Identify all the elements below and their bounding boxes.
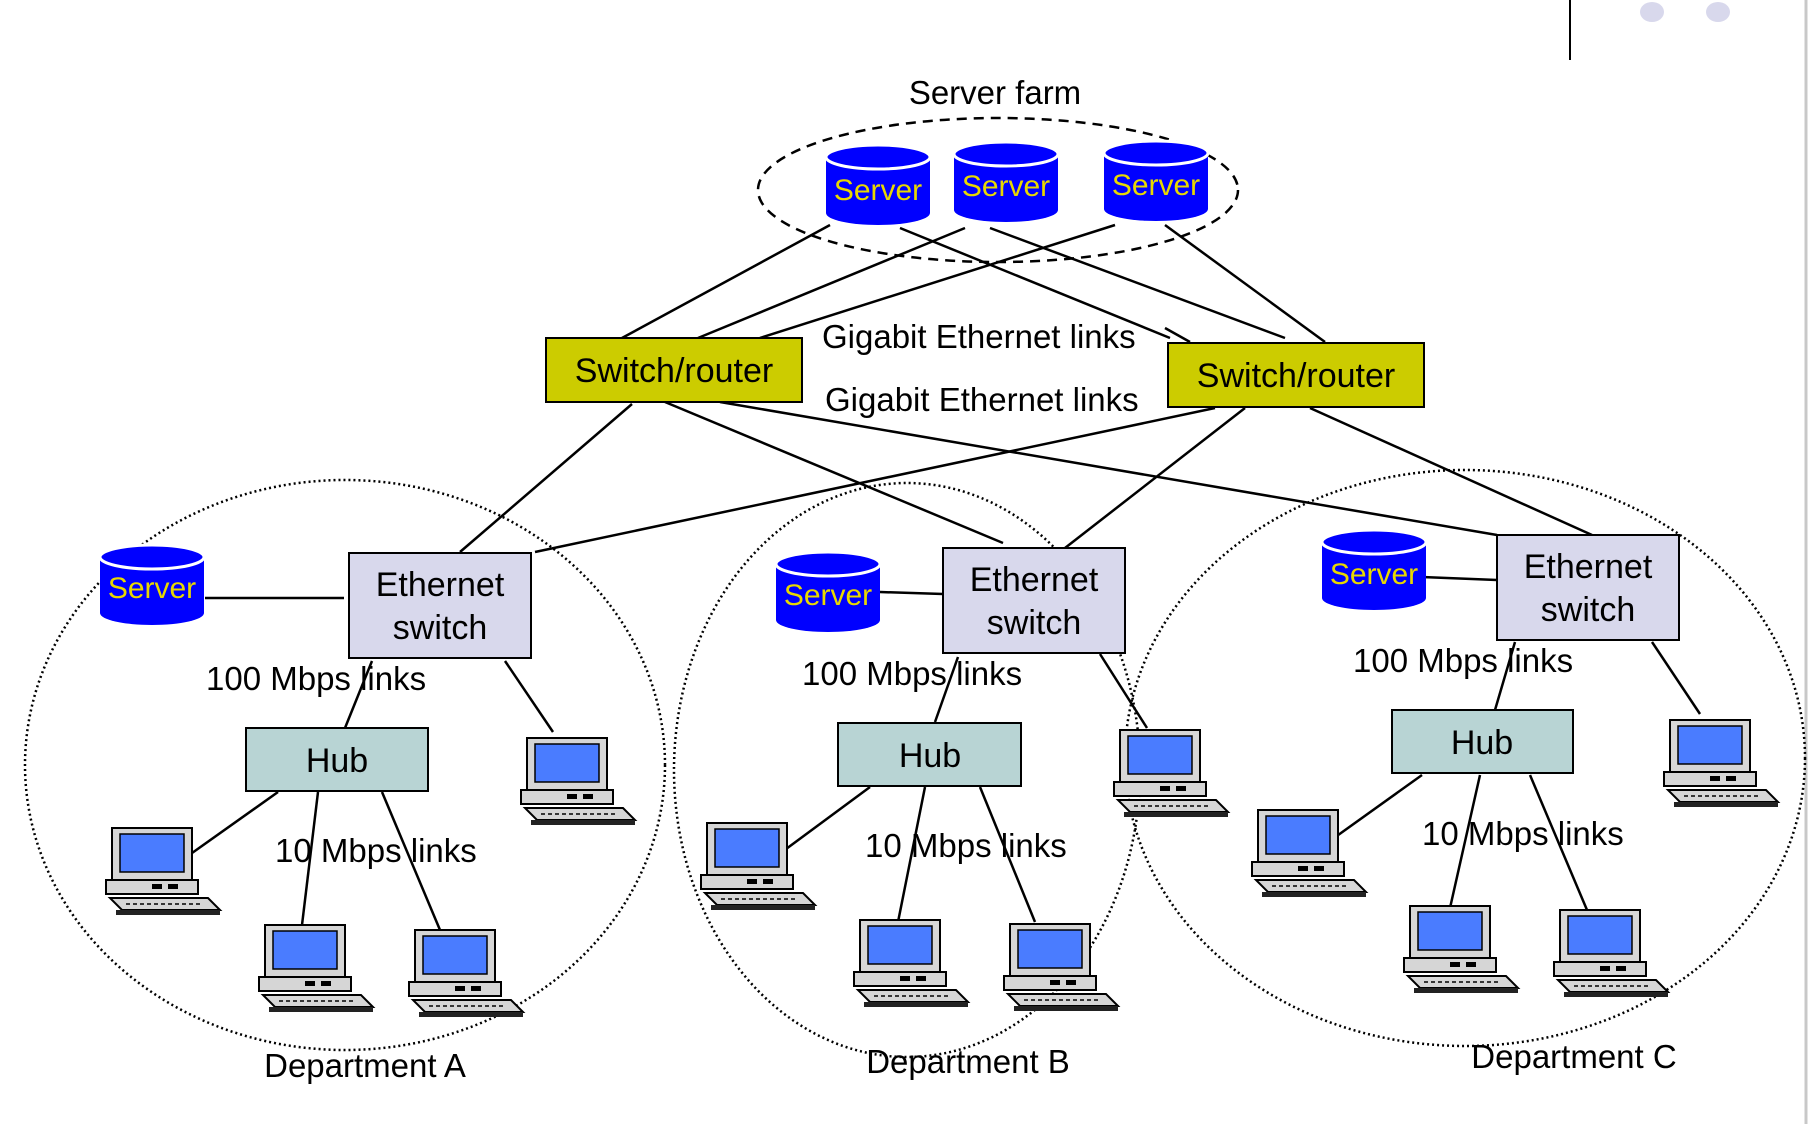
svg-text:Ethernet: Ethernet xyxy=(376,566,505,604)
svg-text:Server: Server xyxy=(784,579,872,612)
server-farm-server-1: Server xyxy=(824,143,932,227)
svg-text:Server: Server xyxy=(1330,558,1418,591)
server-farm-server-3: Server xyxy=(1102,139,1210,223)
svg-text:switch: switch xyxy=(987,604,1081,642)
department-c-hub: Hub xyxy=(1391,709,1574,774)
slide-decoration xyxy=(1569,0,1808,1124)
svg-text:Ethernet: Ethernet xyxy=(970,561,1099,599)
svg-text:Server: Server xyxy=(1112,169,1200,202)
department-b-computer-1 xyxy=(700,822,816,911)
department-a-computer-3 xyxy=(408,929,524,1018)
department-c-computer-3 xyxy=(1553,909,1669,998)
links xyxy=(184,223,1702,931)
department-c-computer-2 xyxy=(1403,905,1519,994)
department-a-10mbps-label: 10 Mbps links xyxy=(275,832,477,869)
svg-text:Hub: Hub xyxy=(1451,724,1513,762)
gigabit-links-label-2: Gigabit Ethernet links xyxy=(825,381,1139,418)
department-b-hub: Hub xyxy=(837,722,1022,787)
department-c-100mbps-label: 100 Mbps links xyxy=(1353,642,1573,679)
department-c-label: Department C xyxy=(1471,1038,1676,1075)
switch-router-left: Switch/router xyxy=(545,337,803,403)
server-farm-server-2: Server xyxy=(952,140,1060,224)
department-a-hub: Hub xyxy=(245,727,429,792)
department-a: Server Ethernet switch 100 Mbps links Hu… xyxy=(98,543,636,1084)
svg-text:Server: Server xyxy=(108,572,196,605)
department-a-computer-1 xyxy=(105,827,221,916)
department-b-computer-4 xyxy=(1113,729,1229,818)
department-b-server: Server xyxy=(774,550,882,634)
svg-text:Hub: Hub xyxy=(899,737,961,775)
department-b: Server Ethernet switch 100 Mbps links Hu… xyxy=(700,547,1229,1080)
svg-text:switch: switch xyxy=(393,609,487,647)
department-a-boundary xyxy=(23,478,667,1052)
svg-text:Switch/router: Switch/router xyxy=(1197,357,1395,395)
svg-text:Ethernet: Ethernet xyxy=(1524,548,1653,586)
svg-text:Hub: Hub xyxy=(306,742,368,780)
department-a-100mbps-label: 100 Mbps links xyxy=(206,660,426,697)
svg-text:switch: switch xyxy=(1541,591,1635,629)
department-b-100mbps-label: 100 Mbps links xyxy=(802,655,1022,692)
department-c-boundary xyxy=(1123,468,1807,1048)
department-c-10mbps-label: 10 Mbps links xyxy=(1422,815,1624,852)
department-c: Server Ethernet switch 100 Mbps links Hu… xyxy=(1251,528,1779,1075)
department-b-computer-3 xyxy=(1003,923,1119,1012)
department-a-computer-2 xyxy=(258,924,374,1013)
switch-router-right: Switch/router xyxy=(1167,342,1425,408)
department-a-label: Department A xyxy=(264,1047,466,1084)
department-b-label: Department B xyxy=(866,1043,1070,1080)
department-b-ethernet-switch: Ethernet switch xyxy=(942,547,1126,654)
department-a-server: Server xyxy=(98,543,206,627)
svg-text:Server: Server xyxy=(834,174,922,207)
gigabit-links-label-1: Gigabit Ethernet links xyxy=(822,318,1136,355)
department-c-computer-4 xyxy=(1663,719,1779,808)
department-c-server: Server xyxy=(1320,528,1428,612)
department-c-ethernet-switch: Ethernet switch xyxy=(1496,534,1680,641)
department-b-10mbps-label: 10 Mbps links xyxy=(865,827,1067,864)
department-c-computer-1 xyxy=(1251,809,1367,898)
svg-text:Switch/router: Switch/router xyxy=(575,352,773,390)
department-a-ethernet-switch: Ethernet switch xyxy=(348,552,532,659)
server-farm-label: Server farm xyxy=(909,74,1081,111)
department-a-computer-4 xyxy=(520,737,636,826)
department-b-computer-2 xyxy=(853,919,969,1008)
svg-text:Server: Server xyxy=(962,170,1050,203)
